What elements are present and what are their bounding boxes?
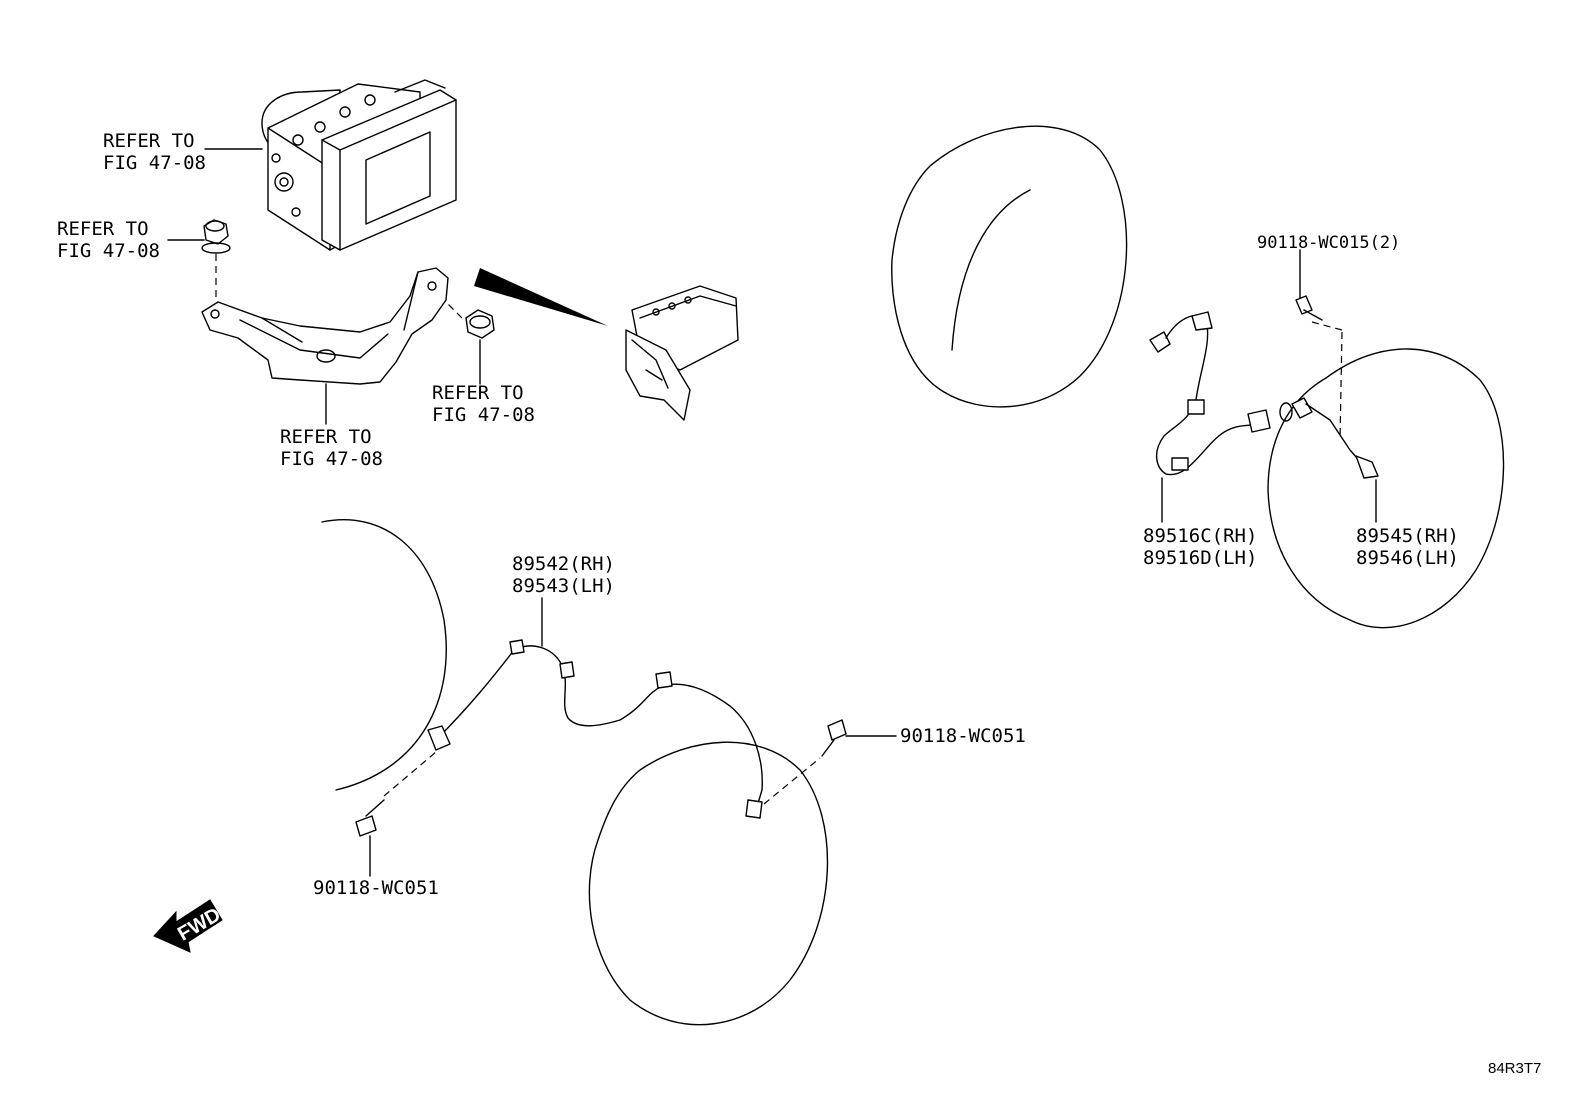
bracket-callout-line1: REFER TO [280, 426, 372, 448]
rear-sensor-rh-number: 89545(RH) [1356, 525, 1459, 547]
rear-harness-lh-number: 89516D(LH) [1143, 547, 1258, 569]
front-sensor-rh-number: 89542(RH) [512, 553, 615, 575]
abs-bracket-illustration [201, 267, 449, 385]
abs-actuator-callout-line2: FIG 47-08 [103, 152, 206, 174]
rear-bolt-illustration [1295, 295, 1323, 321]
nut-left-callout-line2: FIG 47-08 [57, 240, 160, 262]
front-sensor-lh-number: 89543(LH) [512, 575, 615, 597]
view-arrow [474, 268, 608, 326]
front-bolt-right-callout: 90118-WC051 [900, 725, 1026, 747]
nut-right-illustration [465, 309, 495, 339]
fwd-direction-arrow: FWD [153, 899, 225, 953]
front-disc-outline [588, 741, 829, 1026]
abs-actuator-illustration [261, 79, 457, 251]
front-sensor-callout: 89542(RH) 89543(LH) [512, 553, 615, 597]
bracket-callout-line2: FIG 47-08 [280, 448, 383, 470]
rear-tire-outline [891, 125, 1128, 408]
abs-actuator-callout-line1: REFER TO [103, 130, 195, 152]
front-sensor-illustration [427, 639, 763, 819]
abs-detail-illustration [625, 285, 739, 421]
nut-right-callout: REFER TO FIG 47-08 [432, 382, 535, 426]
nut-left-callout-line1: REFER TO [57, 218, 149, 240]
rear-harness-rh-number: 89516C(RH) [1143, 525, 1258, 547]
front-bolt-left-callout: 90118-WC051 [313, 877, 439, 899]
nut-left-callout: REFER TO FIG 47-08 [57, 218, 160, 262]
rear-harness-callout: 89516C(RH) 89516D(LH) [1143, 525, 1257, 569]
front-tire-outline [321, 519, 447, 791]
rear-disc-outline [1267, 348, 1505, 629]
abs-actuator-callout: REFER TO FIG 47-08 [103, 130, 206, 174]
nut-right-callout-line1: REFER TO [432, 382, 524, 404]
rear-sensor-lh-number: 89546(LH) [1356, 547, 1459, 569]
rear-sensor-harness-illustration [1149, 311, 1379, 479]
front-bolt-right-illustration [821, 719, 847, 757]
rear-bolt-callout: 90118-WC015(2) [1257, 233, 1401, 253]
nut-left-illustration [201, 219, 231, 254]
nut-right-callout-line2: FIG 47-08 [432, 404, 535, 426]
front-bolt-left-illustration [355, 799, 385, 837]
figure-code: 84R3T7 [1488, 1060, 1542, 1077]
rear-sensor-callout: 89545(RH) 89546(LH) [1356, 525, 1459, 569]
bracket-callout: REFER TO FIG 47-08 [280, 426, 383, 470]
